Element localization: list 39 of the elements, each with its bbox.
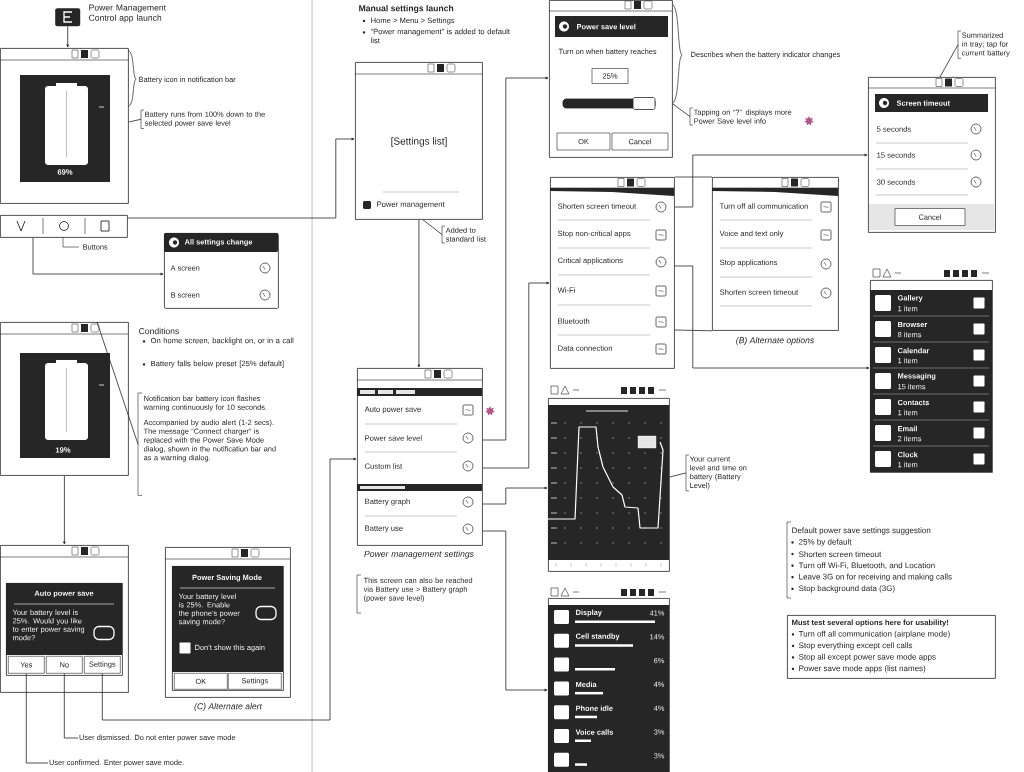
leader-line (25, 673, 49, 764)
arrow (482, 530, 548, 692)
arrow (482, 486, 548, 505)
arrow (482, 76, 549, 441)
bullet-text: Stop background data (3G) (798, 585, 895, 593)
arrow (101, 457, 357, 721)
bullet-text: Stop everything except cell calls (798, 642, 913, 650)
screen-label: (C) Alternate alert (194, 703, 263, 711)
placeholder-text: [Settings list] (391, 137, 447, 147)
arrow (674, 265, 870, 370)
leader-line (128, 118, 142, 123)
leader-line (674, 176, 713, 178)
leader-line (672, 103, 691, 117)
bullet-text: Power save mode apps (list names) (799, 665, 926, 673)
screen-label: Power management settings (364, 550, 474, 559)
leader-line (669, 472, 687, 478)
heading: Default power save settings suggestion (792, 527, 931, 535)
arrow (63, 475, 66, 545)
leader-line (96, 321, 139, 445)
arrow (417, 219, 421, 368)
bullet-text: Leave 3G on for receiving and making calls (799, 573, 952, 582)
bullet-text: Turn off all communication (airplane mode) (798, 630, 950, 639)
arrow (674, 153, 868, 208)
arrow (32, 237, 164, 276)
leader-line (674, 329, 713, 332)
screen-label: (B) Alternate options (736, 337, 814, 345)
bullet-text: 25% by default (799, 538, 852, 547)
icon-label: Power Management Control app launch (89, 4, 166, 23)
leader-line (939, 44, 959, 78)
heading: Manual settings launch (359, 5, 454, 14)
arrow (66, 26, 69, 48)
bullet-text: Turn off Wi-Fi, Bluetooth, and Location (798, 562, 935, 570)
bullet-text: Stop all except power save mode apps (798, 653, 936, 662)
leader-line (422, 219, 443, 235)
heading: Conditions (139, 327, 179, 335)
arrow (482, 281, 550, 469)
bullet-text: Shorten screen timeout (798, 551, 882, 558)
arrow (127, 137, 355, 219)
leader-line (63, 673, 79, 739)
